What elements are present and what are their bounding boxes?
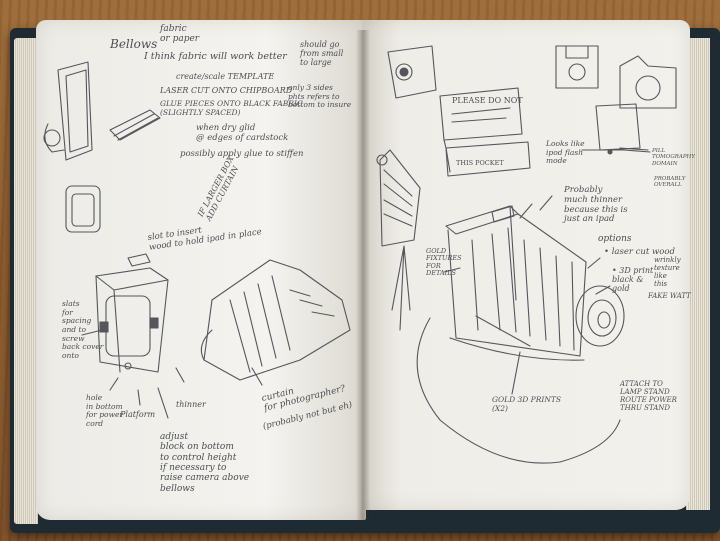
note-fabric-paper: fabric or paper	[160, 24, 200, 45]
note-should-go: should go from small to large	[300, 40, 344, 68]
note-probably-thinner: Probably much thinner because this is ju…	[564, 185, 628, 225]
note-wrinkly: wrinkly texture like this	[654, 256, 681, 289]
left-page	[36, 20, 366, 520]
note-gold-3d-prints: GOLD 3D PRINTS (X2)	[492, 395, 562, 413]
note-laser-cut: LASER CUT ONTO CHIPBOARD	[160, 86, 293, 95]
bellows-strip-sketch	[109, 109, 161, 141]
note-laser-cut-wood: • laser cut wood	[604, 247, 675, 257]
box-frame-sketch	[95, 253, 169, 373]
camera-icon-sketch-2	[555, 45, 599, 89]
note-3d-print: • 3D print black & gold	[612, 266, 654, 294]
note-create-template: create/scale TEMPLATE	[176, 72, 275, 81]
note-think-fabric: I think fabric will work better	[144, 51, 287, 62]
stand-sketch	[376, 149, 421, 331]
camera-icon-sketch-3	[619, 55, 677, 109]
note-glue-pieces: GLUE PIECES ONTO BLACK FABRIC (SLIGHTLY …	[160, 99, 303, 117]
note-slats: slats for spacing and to screw back cove…	[62, 299, 104, 360]
note-pill-tomography: PILL TOMOGRAPHY DOMAIN	[652, 148, 695, 167]
page-edges-right	[686, 38, 710, 510]
ipad-frame-sketch	[65, 185, 101, 233]
note-options: options	[598, 234, 632, 244]
note-only-3-sides: only 3 sides phts refers to bottom to in…	[288, 83, 352, 110]
note-possibly-apply: possibly apply glue to stiffen	[180, 149, 304, 159]
note-looks-like: Looks like ipod flash mode	[546, 139, 585, 166]
note-when-dry: when dry glid @ edges of cardstock	[196, 123, 289, 143]
note-thinner: thinner	[176, 400, 206, 409]
note-attach-lamp: ATTACH TO LAMP STAND ROUTE POWER THRU ST…	[620, 380, 677, 413]
pencil-arrows-right	[443, 147, 649, 395]
note-platform: Platform	[120, 410, 156, 419]
note-hole-bottom: hole in bottom for power cord	[86, 393, 124, 428]
small-camera-profile-sketch	[43, 61, 93, 161]
note-fake-watt: FAKE WATT	[648, 292, 691, 300]
curtain-sketch	[200, 259, 351, 381]
bellows-camera-sketch	[445, 205, 625, 361]
note-bellows: Bellows	[110, 37, 158, 51]
pencil-arrows-left	[81, 329, 263, 419]
round-base-sketch	[416, 317, 621, 464]
camera-icon-sketch-1	[387, 45, 437, 99]
note-this-pocket: THIS POCKET	[456, 159, 504, 167]
note-gold-fixtures: GOLD FIXTURES FOR DETAILS	[426, 247, 462, 278]
page-edges-left	[14, 38, 38, 524]
book-gutter	[356, 30, 370, 520]
note-probably-overall: PROBABLY OVERALL	[654, 176, 686, 189]
pill-sketch	[581, 103, 651, 155]
note-adjust-block: adjust block on bottom to control height…	[160, 432, 250, 494]
note-please-do-not: PLEASE DO NOT	[452, 96, 523, 105]
pocket-card-sketch	[439, 87, 531, 177]
